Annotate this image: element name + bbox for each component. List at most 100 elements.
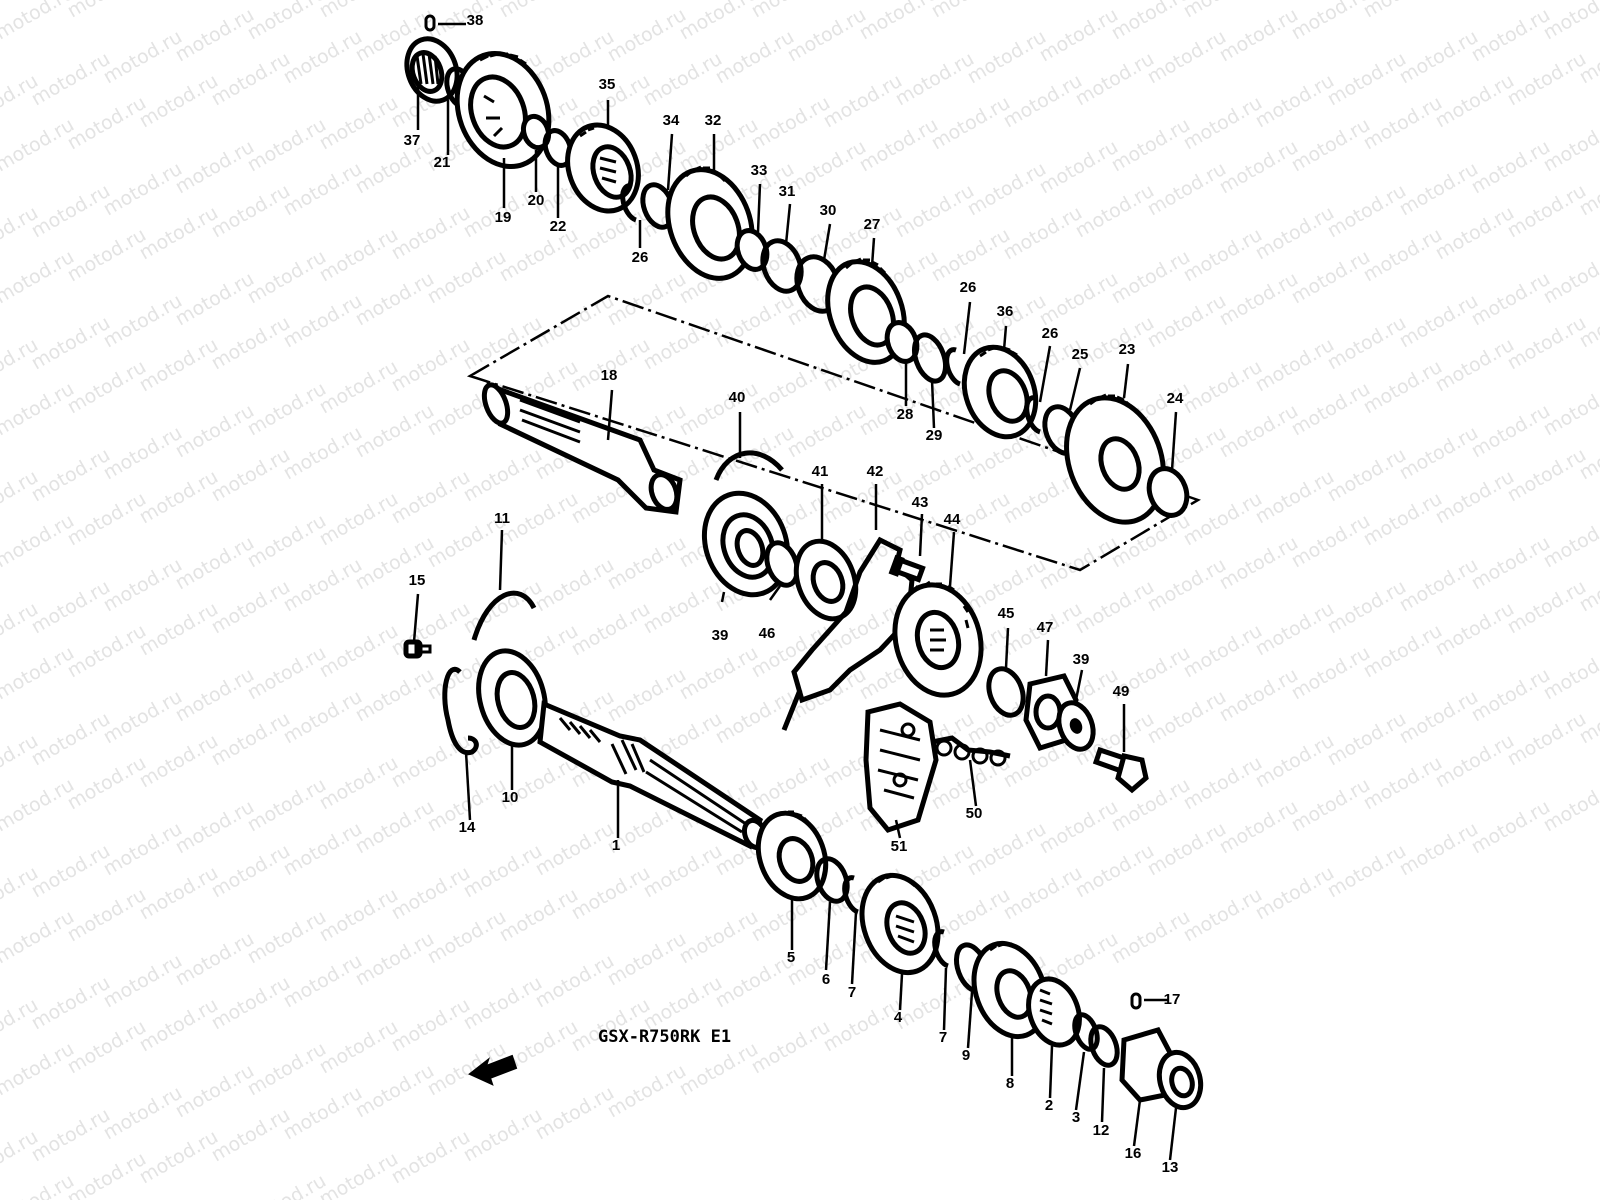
watermark-text: motod.ru: [0, 114, 78, 177]
watermark-text: motod.ru: [1072, 576, 1158, 639]
gear-23: [1064, 393, 1166, 525]
watermark-text: motod.ru: [0, 510, 78, 573]
watermark-text: motod.ru: [1072, 312, 1158, 375]
watermark-text: motod.ru: [172, 268, 258, 331]
watermark-text: motod.ru: [100, 818, 186, 881]
watermark-text: motod.ru: [640, 840, 726, 903]
watermark-text: motod.ru: [676, 378, 762, 441]
screw-15: [403, 639, 432, 659]
retaining-ring-40: [713, 450, 784, 481]
watermark-text: motod.ru: [316, 620, 402, 683]
watermark-text: motod.ru: [0, 906, 78, 969]
countershaft-parts: [404, 14, 1190, 525]
watermark-text: motod.ru: [1504, 708, 1590, 771]
watermark-text: motod.ru: [1072, 840, 1158, 903]
watermark-text: motod.ru: [1396, 290, 1482, 353]
callout-16: 16: [1125, 1145, 1142, 1162]
watermark-text: motod.ru: [532, 950, 618, 1013]
callout-37: 37: [404, 132, 421, 149]
watermark-text: motod.ru: [208, 48, 294, 111]
watermark-text: motod.ru: [460, 444, 546, 507]
watermark-text: motod.ru: [280, 554, 366, 617]
watermark-text: motod.ru: [64, 92, 150, 155]
watermark-text: motod.ru: [244, 906, 330, 969]
watermark-text: motod.ru: [1540, 0, 1600, 44]
callout-7: 7: [848, 984, 856, 1001]
watermark-text: motod.ru: [1504, 312, 1590, 375]
watermark-text: motod.ru: [820, 466, 906, 529]
watermark-text: motod.ru: [352, 268, 438, 331]
callout-17: 17: [1164, 991, 1181, 1008]
callout-31: 31: [779, 183, 796, 200]
watermark-text: motod.ru: [1180, 92, 1266, 155]
watermark-text: motod.ru: [136, 1126, 222, 1189]
watermark-text: motod.ru: [28, 312, 114, 375]
watermark-text: motod.ru: [100, 158, 186, 221]
callout-2: 2: [1045, 1097, 1053, 1114]
watermark-text: motod.ru: [1216, 400, 1302, 463]
watermark-text: motod.ru: [1216, 136, 1302, 199]
washer-6: [814, 856, 850, 904]
watermark-text: motod.ru: [64, 0, 150, 22]
watermark-text: motod.ru: [748, 92, 834, 155]
callout-49: 49: [1113, 683, 1130, 700]
watermark-text: motod.ru: [928, 224, 1014, 287]
watermark-text: motod.ru: [1108, 906, 1194, 969]
callout-11: 11: [494, 510, 510, 527]
callout-27: 27: [864, 216, 881, 233]
circlip-7a: [842, 875, 859, 915]
watermark-text: motod.ru: [100, 422, 186, 485]
watermark-text: motod.ru: [1360, 620, 1446, 683]
watermark-text: motod.ru: [604, 4, 690, 67]
model-label: GSX-R750RK E1: [598, 1027, 731, 1047]
watermark-text: motod.ru: [1432, 730, 1518, 793]
watermark-text: motod.ru: [748, 0, 834, 22]
watermark-text: motod.ru: [928, 488, 1014, 551]
watermark-text: motod.ru: [1396, 422, 1482, 485]
callout-15: 15: [409, 572, 426, 589]
watermark-text: motod.ru: [208, 972, 294, 1035]
watermark-text: motod.ru: [1036, 532, 1122, 595]
washer-12: [1088, 1024, 1120, 1068]
watermark-text: motod.ru: [1180, 620, 1266, 683]
bolt-49: [1092, 746, 1149, 794]
watermark-text: motod.ru: [1252, 466, 1338, 529]
watermark-text: motod.ru: [1288, 378, 1374, 441]
watermark-text: motod.ru: [316, 884, 402, 947]
watermark-text: motod.ru: [424, 906, 510, 969]
watermark-text: motod.ru: [748, 356, 834, 419]
callout-35: 35: [599, 76, 616, 93]
watermark-text: motod.ru: [208, 1104, 294, 1167]
watermark-text: motod.ru: [1540, 246, 1600, 309]
bolt-43: [888, 554, 926, 583]
callout-13: 13: [1162, 1159, 1179, 1176]
callout-18: 18: [601, 367, 618, 384]
watermark-text: motod.ru: [1504, 180, 1590, 243]
gear-4: [859, 872, 941, 976]
watermark-text: motod.ru: [496, 224, 582, 287]
callout-36: 36: [997, 303, 1014, 320]
watermark-text: motod.ru: [676, 1038, 762, 1101]
watermark-text: motod.ru: [1180, 752, 1266, 815]
watermark-text: motod.ru: [892, 180, 978, 243]
callout-28: 28: [897, 406, 914, 423]
circlip-26a: [620, 183, 637, 223]
callout-33: 33: [751, 162, 768, 179]
callout-38: 38: [467, 12, 484, 29]
watermark-text: motod.ru: [100, 26, 186, 89]
watermark-text: motod.ru: [244, 378, 330, 441]
watermark-text: motod.ru: [280, 158, 366, 221]
watermark-text: motod.ru: [64, 224, 150, 287]
watermark-text: motod.ru: [1180, 356, 1266, 419]
watermark-text: motod.ru: [568, 598, 654, 661]
callout-3: 3: [1072, 1109, 1080, 1126]
watermark-text: motod.ru: [1324, 576, 1410, 639]
washer-39b: [1056, 700, 1096, 752]
watermark-text: motod.ru: [0, 642, 78, 705]
watermark-text: motod.ru: [28, 444, 114, 507]
watermark-text: motod.ru: [136, 466, 222, 529]
watermark-text: motod.ru: [1288, 510, 1374, 573]
watermark-text: motod.ru: [1252, 730, 1338, 793]
watermark-text: motod.ru: [316, 1016, 402, 1079]
watermark-text: motod.ru: [1288, 642, 1374, 705]
